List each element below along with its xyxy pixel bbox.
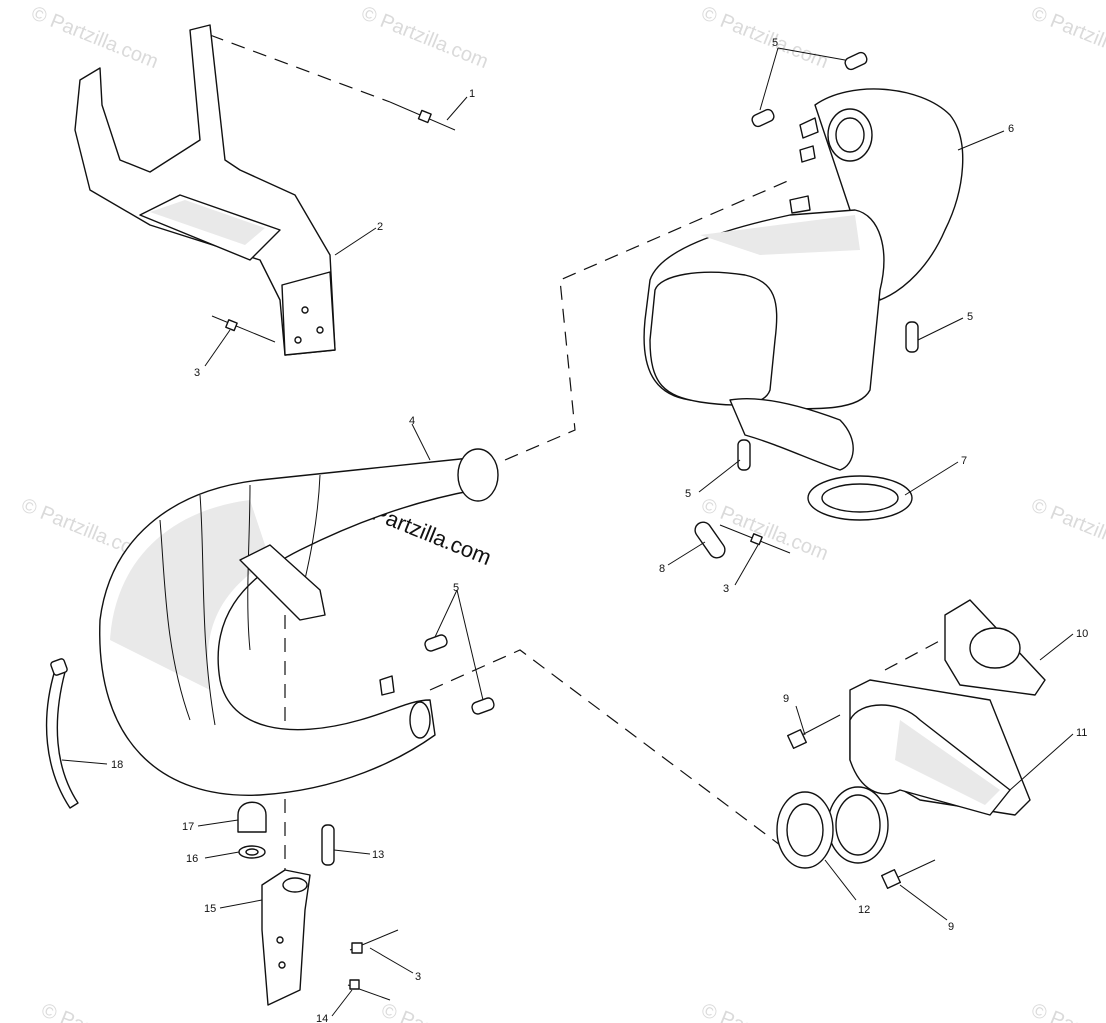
watermark-text: © Partzilla.com — [1028, 2, 1106, 73]
callout-3: 3 — [415, 971, 421, 983]
callout-1: 1 — [469, 88, 475, 100]
part-5-springs — [424, 51, 919, 715]
callout-10: 10 — [1076, 628, 1088, 640]
part-7-gasket — [807, 475, 913, 521]
watermark-text: © Partzilla.com — [378, 999, 511, 1023]
callout-5: 5 — [685, 488, 691, 500]
callout-3: 3 — [723, 583, 729, 595]
callout-5: 5 — [453, 582, 459, 594]
callout-labels: 1 2 3 4 5 6 5 5 7 8 3 5 10 9 11 18 17 16… — [111, 37, 1088, 1023]
watermark-text: © Partzilla.com — [358, 2, 491, 73]
callout-12: 12 — [858, 904, 870, 916]
assembly-line — [429, 649, 781, 846]
watermark-text: © Partzilla.com — [1028, 494, 1106, 565]
part-13-spring — [321, 824, 335, 866]
callout-8: 8 — [659, 563, 665, 575]
part-3-screw-bottom — [349, 929, 399, 954]
callout-18: 18 — [111, 759, 123, 771]
part-2-bracket — [74, 24, 336, 356]
callout-15: 15 — [204, 903, 216, 915]
part-17-bumper — [237, 801, 267, 833]
callout-11: 11 — [1076, 727, 1087, 739]
callout-5: 5 — [967, 311, 973, 323]
callout-14: 14 — [316, 1013, 328, 1023]
part-14-screw — [347, 979, 391, 1001]
leader-lines — [61, 47, 1074, 1017]
part-3-screw-left — [211, 315, 276, 343]
callout-6: 6 — [1008, 123, 1014, 135]
part-15-mount-bracket — [261, 869, 311, 1006]
part-11-manifold — [827, 679, 1031, 864]
callout-3: 3 — [194, 367, 200, 379]
part-1-screw — [389, 101, 456, 131]
watermark-text: © Partzilla.com — [698, 2, 831, 73]
callout-7: 7 — [961, 455, 967, 467]
watermark-text: © Partzilla.com — [698, 999, 831, 1023]
watermark-text: © Partzilla.com — [1028, 999, 1106, 1023]
callout-2: 2 — [377, 221, 383, 233]
callout-4: 4 — [409, 415, 415, 427]
part-8-plate — [694, 521, 791, 559]
watermark-text: © Partzilla.com — [38, 999, 171, 1023]
part-16-washer — [238, 845, 266, 859]
callout-17: 17 — [182, 821, 194, 833]
callout-5: 5 — [772, 37, 778, 49]
assembly-line — [504, 179, 791, 461]
callout-9: 9 — [948, 921, 954, 933]
part-4-expansion-chamber — [99, 448, 499, 796]
part-10-flange-gasket — [944, 599, 1046, 696]
part-6-muffler — [643, 88, 964, 471]
watermark-text: © Partzilla.com — [28, 2, 161, 73]
part-12-gasket — [776, 791, 834, 869]
callout-13: 13 — [372, 849, 384, 861]
assembly-line — [209, 34, 391, 103]
part-18-strap — [45, 658, 79, 809]
callout-9: 9 — [783, 693, 789, 705]
callout-16: 16 — [186, 853, 198, 865]
